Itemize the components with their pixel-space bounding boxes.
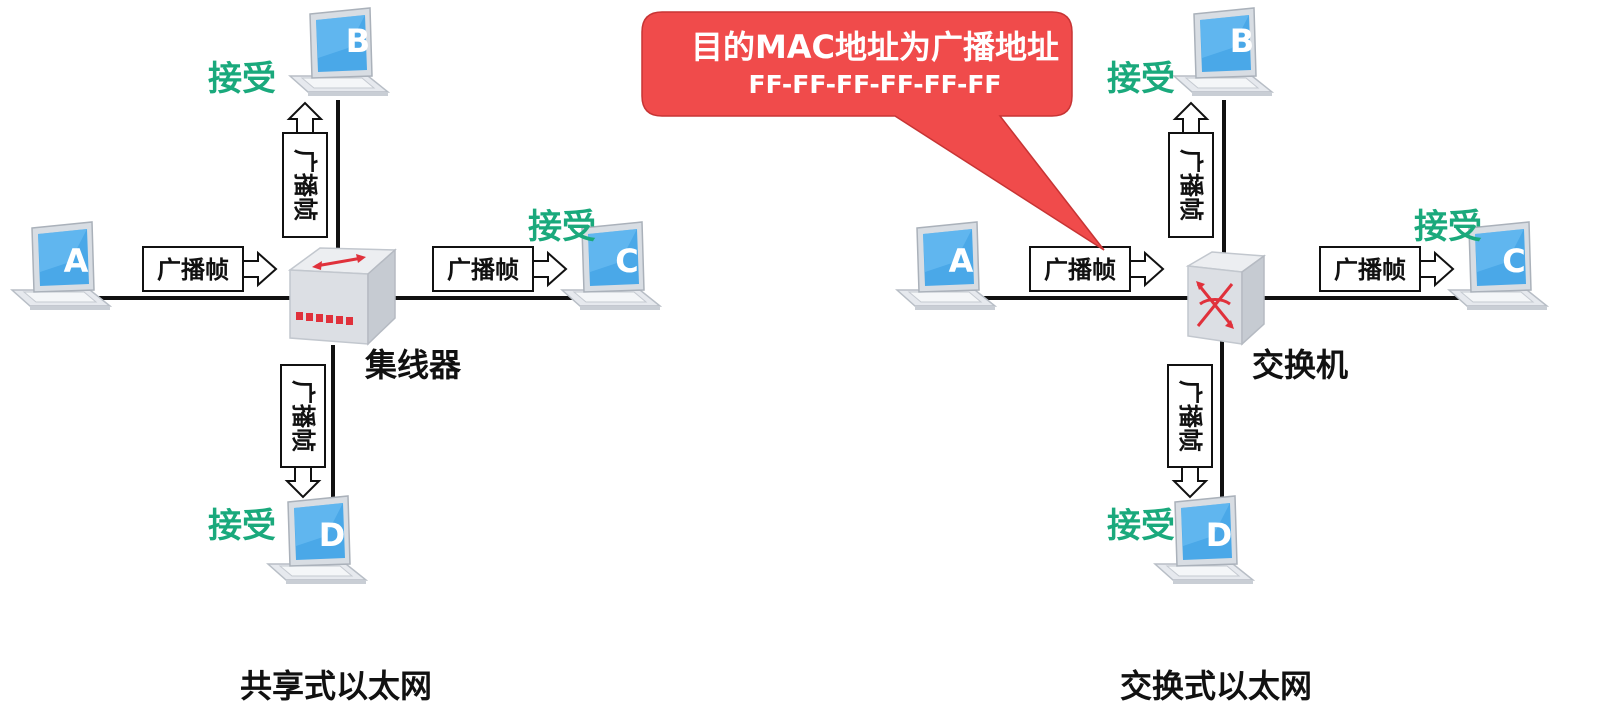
frame-arrow-hub-to-b: 广播帧 — [282, 101, 328, 238]
laptop-c-icon: C — [561, 221, 661, 311]
right-network: A B C D 广播帧 广播帧 广播帧 — [896, 7, 1548, 705]
frame-label: 广播帧 — [157, 256, 229, 284]
laptop-d-icon: D — [1154, 495, 1254, 585]
laptop-a-icon: A — [896, 221, 996, 311]
frame-label: 广播帧 — [447, 256, 519, 284]
frame-label: 广播帧 — [291, 149, 319, 221]
frame-arrow-hub-to-d: 广播帧 — [280, 364, 326, 499]
laptop-c-icon: C — [1448, 221, 1548, 311]
laptop-b-icon: B — [289, 7, 389, 97]
accept-label-c: 接受 — [528, 207, 596, 247]
frame-arrow-switch-to-b: 广播帧 — [1168, 101, 1214, 238]
frame-arrow-hub-to-c: 广播帧 — [432, 246, 568, 292]
callout-title: 目的MAC地址为广播地址 — [690, 28, 1060, 66]
host-label-b: B — [346, 22, 370, 60]
mac-callout — [641, 11, 1105, 251]
host-label-a: A — [64, 242, 89, 280]
host-label-a: A — [949, 242, 974, 280]
frame-arrow-switch-to-c: 广播帧 — [1319, 246, 1455, 292]
accept-label-c: 接受 — [1414, 207, 1482, 247]
host-label-c: C — [615, 242, 638, 280]
left-caption: 共享式以太网 — [240, 667, 432, 705]
accept-label-b: 接受 — [1107, 59, 1175, 99]
frame-label: 广播帧 — [1176, 380, 1204, 452]
frame-label: 广播帧 — [1177, 149, 1205, 221]
callout-bubble — [641, 11, 1105, 251]
host-label-d: D — [1206, 516, 1233, 554]
switch-label: 交换机 — [1252, 346, 1348, 384]
callout-mac-address: FF-FF-FF-FF-FF-FF — [748, 70, 1002, 99]
frame-arrow-a-to-switch: 广播帧 — [1029, 246, 1165, 292]
laptop-a-icon: A — [11, 221, 111, 311]
accept-label-d: 接受 — [208, 506, 276, 546]
hub-icon — [287, 247, 397, 346]
host-label-d: D — [319, 516, 346, 554]
accept-label-b: 接受 — [208, 59, 276, 99]
host-label-b: B — [1230, 22, 1254, 60]
host-label-c: C — [1502, 242, 1525, 280]
right-caption: 交换式以太网 — [1120, 667, 1312, 705]
accept-label-d: 接受 — [1107, 506, 1175, 546]
frame-label: 广播帧 — [1334, 256, 1406, 284]
laptop-b-icon: B — [1173, 7, 1273, 97]
frame-label: 广播帧 — [289, 380, 317, 452]
frame-label: 广播帧 — [1044, 256, 1116, 284]
frame-arrow-switch-to-d: 广播帧 — [1167, 364, 1213, 499]
switch-icon — [1185, 251, 1267, 346]
laptop-d-icon: D — [267, 495, 367, 585]
hub-label: 集线器 — [364, 346, 462, 384]
frame-arrow-a-to-hub: 广播帧 — [142, 246, 278, 292]
left-network: A B C D 广播帧 广播帧 广播帧 — [11, 7, 661, 705]
